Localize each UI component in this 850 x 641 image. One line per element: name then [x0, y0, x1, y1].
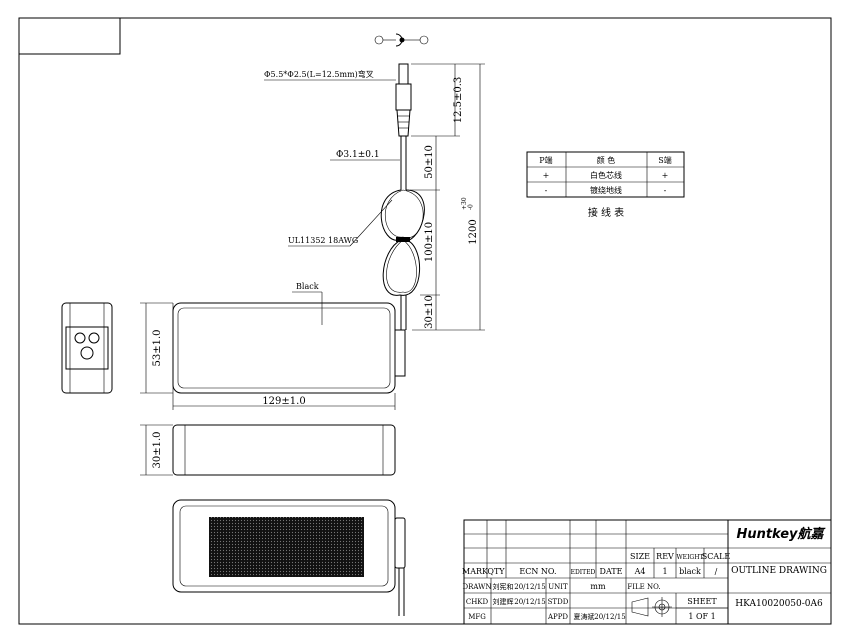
- dim-width: 129±1.0: [262, 396, 305, 407]
- wiring-header-p: P端: [539, 155, 552, 165]
- drawn-date: 20/12/15: [514, 583, 545, 591]
- drawing-number: HKA10020050-0A6: [735, 599, 823, 609]
- callout-plug: Φ5.5*Φ2.5(L=12.5mm)弯叉: [264, 69, 374, 79]
- wiring-table: [526, 151, 685, 198]
- callout-cable-dia: Φ3.1±0.1: [336, 150, 380, 160]
- hdr-appd: APPD: [547, 613, 568, 621]
- hdr-edited: EDITED: [571, 569, 596, 576]
- hdr-size: SIZE: [630, 552, 650, 561]
- polarity-symbol: [374, 33, 429, 47]
- dim-seg1: 50±10: [424, 145, 435, 179]
- hdr-scale: SCALE: [702, 552, 731, 561]
- hdr-stdd: STDD: [548, 598, 569, 606]
- top-view: [140, 302, 406, 410]
- wiring-header-s: S端: [658, 155, 671, 165]
- hdr-mark: MARK: [462, 567, 489, 576]
- hdr-qty: QTY: [487, 567, 505, 576]
- hdr-date: DATE: [600, 567, 623, 576]
- wiring-row2-color: 镀绕地线: [590, 185, 622, 195]
- wiring-row1-s: +: [662, 171, 669, 180]
- side-view: [140, 424, 396, 476]
- projection-symbol: [631, 597, 672, 617]
- cable-dimensions: [410, 63, 485, 331]
- cable: [380, 136, 425, 330]
- wiring-row1-p: +: [543, 171, 550, 180]
- hdr-rev: REV: [656, 552, 674, 561]
- chkd-date: 20/12/15: [514, 598, 545, 606]
- brand-logo: Huntkey航嘉: [736, 526, 826, 542]
- end-view: [61, 302, 113, 394]
- dim-cable-total: 1200: [468, 219, 479, 244]
- drawn-by: 刘宪和: [493, 582, 514, 591]
- drawing-title: OUTLINE DRAWING: [731, 566, 827, 576]
- dim-thickness: 30±1.0: [152, 431, 163, 468]
- val-scale: /: [715, 567, 718, 576]
- val-rev: 1: [662, 567, 667, 576]
- hdr-weight: WEIGHT: [677, 554, 704, 561]
- hdr-chkd: CHKD: [466, 598, 489, 606]
- dim-height: 53±1.0: [152, 329, 163, 366]
- title-block: [463, 519, 832, 625]
- vent-grille: [209, 517, 364, 577]
- wiring-row1-color: 白色芯线: [590, 170, 622, 180]
- dim-seg2: 100±10: [424, 222, 435, 262]
- callout-cable-spec: UL11352 18AWG: [288, 236, 358, 245]
- hdr-ecn: ECN NO.: [519, 567, 556, 576]
- hdr-unit: UNIT: [548, 583, 568, 591]
- drawing-border: [18, 17, 832, 625]
- val-weight: black: [679, 567, 701, 576]
- hdr-drawn: DRAWN: [463, 583, 492, 591]
- wiring-row2-s: -: [664, 186, 667, 195]
- hdr-file-no: FILE NO.: [627, 583, 660, 591]
- dim-plug-length: 12.5±0.3: [453, 77, 464, 124]
- val-size: A4: [634, 567, 646, 576]
- dim-seg3: 30±10: [424, 295, 435, 329]
- val-unit: mm: [590, 582, 606, 591]
- hdr-mfg: MFG: [468, 613, 486, 621]
- wiring-header-color: 颜 色: [597, 155, 616, 165]
- appd-date: 20/12/15: [594, 613, 625, 621]
- wiring-row2-p: -: [545, 186, 548, 195]
- val-sheet: 1 OF 1: [688, 612, 715, 621]
- appd-by: 夏涛斌: [574, 612, 595, 621]
- corner-box: [18, 17, 121, 55]
- dim-cable-tol: +30-0: [461, 197, 475, 210]
- dc-plug: [395, 63, 412, 137]
- wiring-table-caption: 接 线 表: [588, 206, 624, 219]
- callout-body-color: Black: [296, 282, 319, 291]
- hdr-sheet: SHEET: [687, 597, 717, 606]
- chkd-by: 刘建辉: [493, 597, 514, 606]
